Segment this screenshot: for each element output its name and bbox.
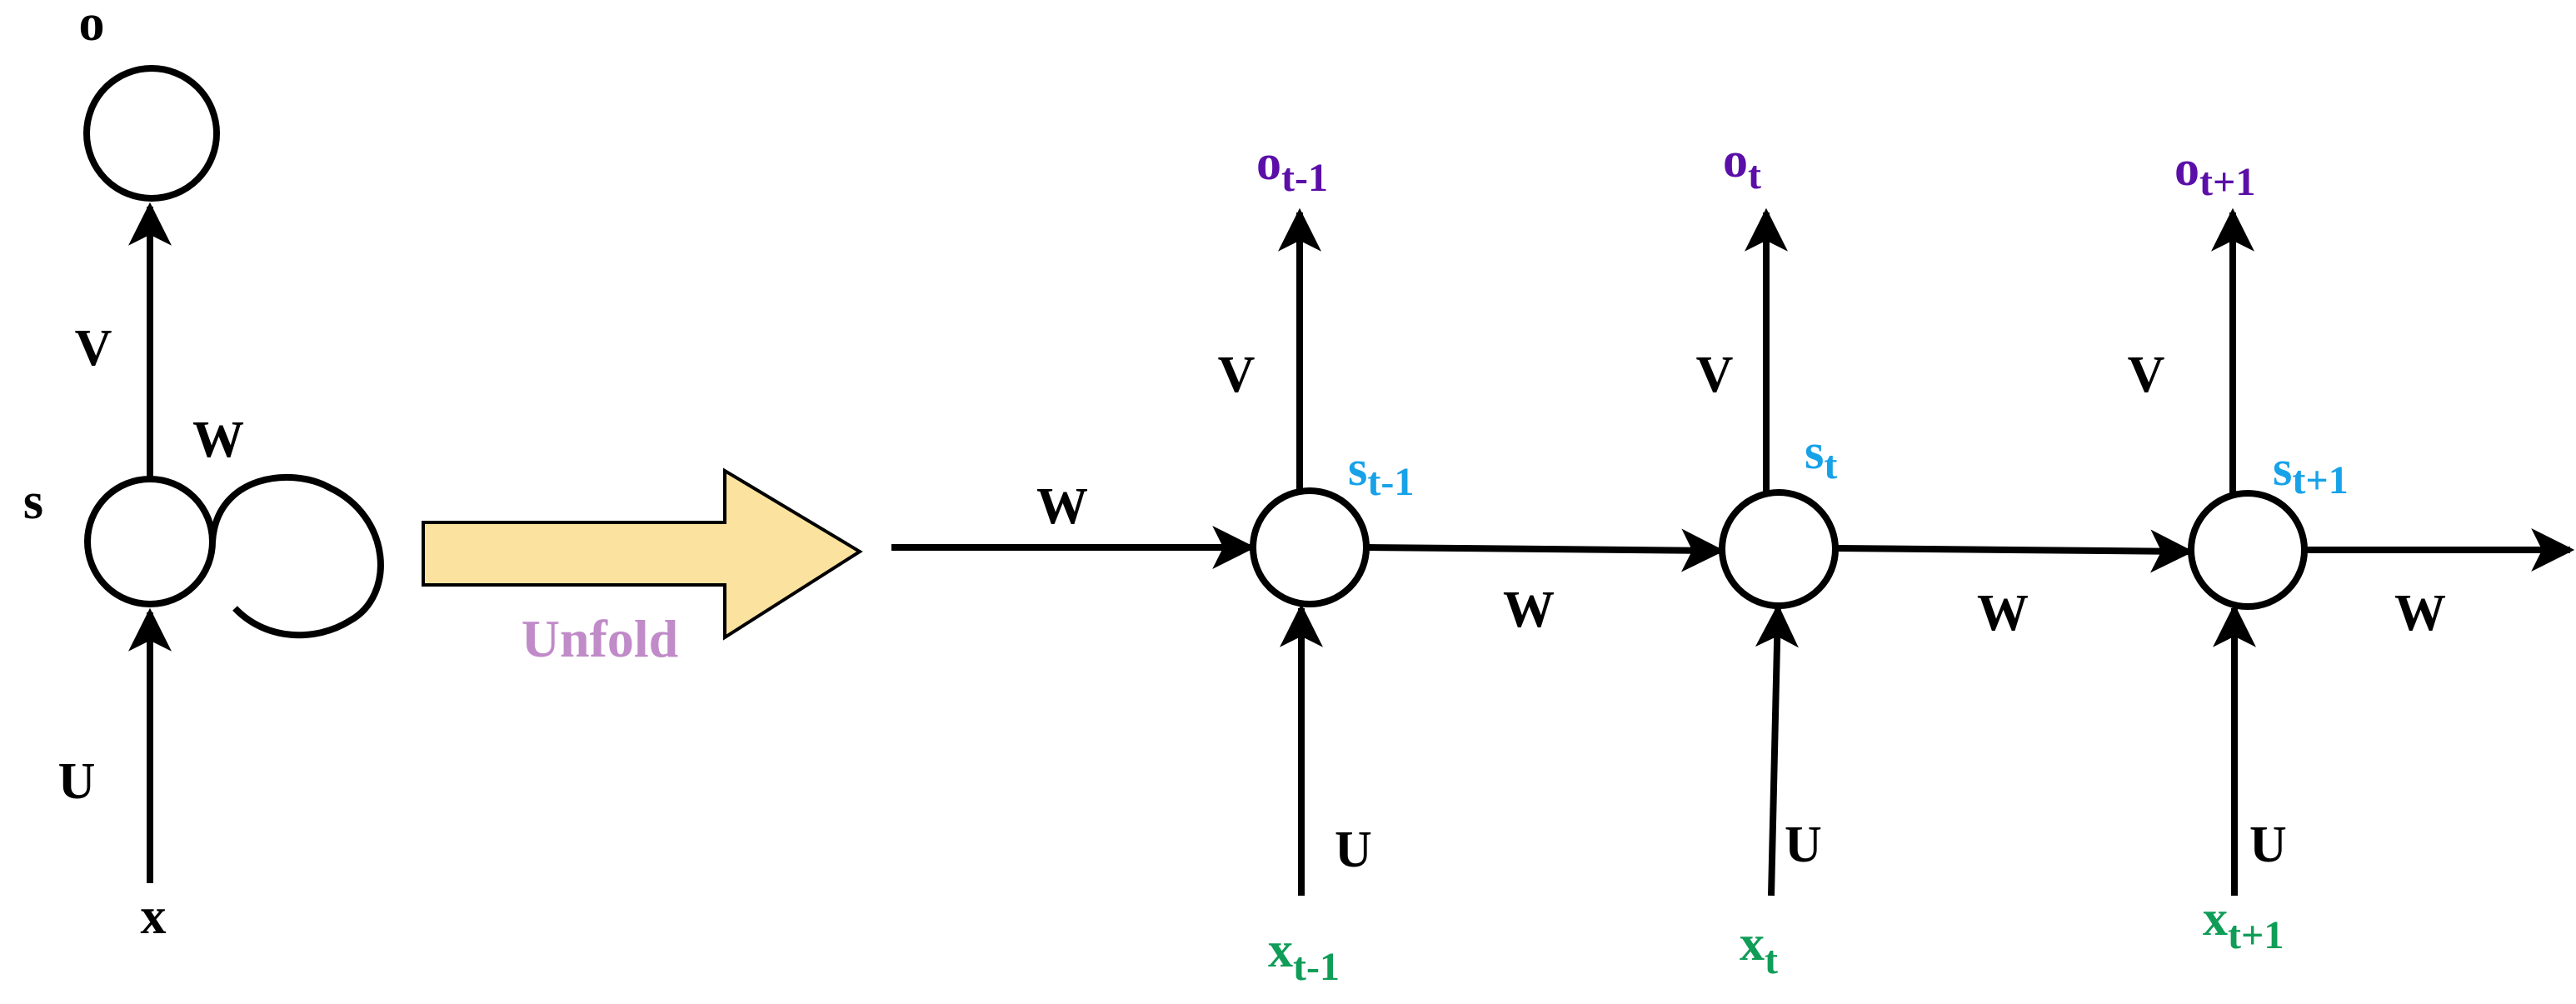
- output-label: ot: [1723, 132, 1761, 197]
- hidden-node: [1719, 489, 1839, 609]
- hidden-state-label: st-1: [1348, 441, 1414, 504]
- folded-recurrent-loop: [209, 473, 384, 639]
- time-step: [1250, 207, 1370, 896]
- time-step: [1719, 207, 1839, 897]
- w-arrow-1: [1367, 528, 1725, 572]
- w-arrow-2: [1837, 529, 2194, 573]
- unfolded-rnn: W ot-1 V st-1 W U xt-1 ot V st W U xt ot…: [891, 132, 2575, 989]
- folded-rnn: o V W s U x: [23, 0, 384, 945]
- folded-input-label: x: [141, 888, 167, 945]
- hidden-state-label: st+1: [2273, 441, 2349, 502]
- unfold-transition: Unfold: [422, 467, 863, 668]
- time-step: [2188, 207, 2308, 896]
- w-label: W: [2394, 585, 2446, 642]
- output-label: ot-1: [1256, 135, 1328, 200]
- folded-v-label: V: [75, 320, 112, 377]
- u-label: U: [1785, 817, 1822, 873]
- v-label: V: [1218, 347, 1256, 403]
- u-label: U: [1335, 822, 1372, 878]
- unfold-label: Unfold: [522, 609, 679, 668]
- folded-output-node: [83, 65, 220, 202]
- unfold-arrow: [422, 467, 863, 641]
- input-label: xt: [1740, 916, 1778, 982]
- u-label: U: [2249, 817, 2287, 873]
- folded-hidden-label: s: [23, 473, 43, 530]
- v-label: V: [2128, 347, 2165, 403]
- v-label: V: [1696, 347, 1734, 403]
- folded-w-label: W: [192, 412, 244, 468]
- input-label: xt+1: [2203, 891, 2284, 957]
- u-arrow: [1755, 603, 1799, 897]
- incoming-w-label: W: [1036, 478, 1088, 535]
- hidden-state-label: st: [1805, 424, 1837, 487]
- w-label: W: [1503, 582, 1555, 638]
- hidden-node: [2188, 490, 2308, 610]
- output-label: ot+1: [2174, 141, 2255, 204]
- folded-output-label: o: [79, 0, 105, 52]
- folded-hidden-node: [84, 476, 216, 607]
- hidden-node: [1250, 487, 1370, 607]
- folded-u-label: U: [58, 753, 96, 810]
- input-label: xt-1: [1268, 922, 1340, 989]
- w-label: W: [1977, 585, 2029, 642]
